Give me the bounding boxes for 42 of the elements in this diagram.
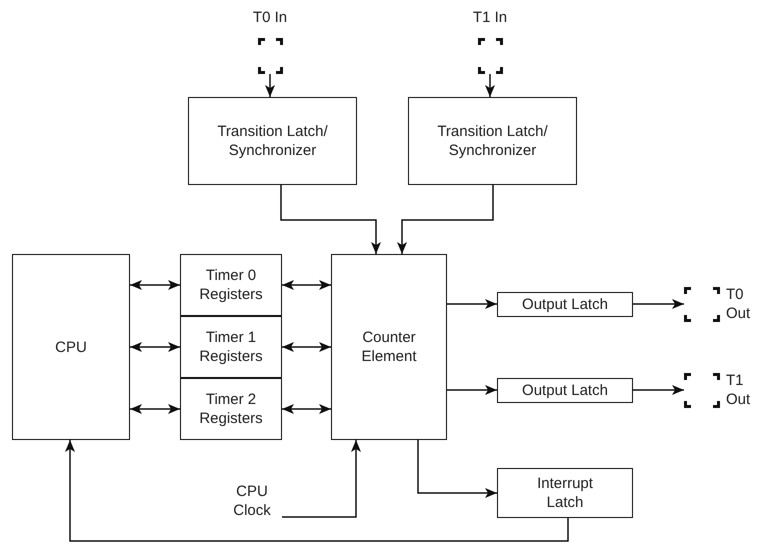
arrow: [417, 440, 497, 498]
block-label: Interrupt Latch: [536, 474, 594, 512]
block-label: Timer 2 Registers: [198, 390, 264, 428]
arrow: [485, 74, 495, 97]
arrow: [633, 299, 684, 309]
block-label: Timer 1 Registers: [198, 328, 264, 366]
block-box: [180, 254, 282, 316]
block-box: [497, 292, 633, 317]
pin-label: T1 In: [472, 8, 508, 27]
block-box: [408, 97, 577, 185]
block-label: Transition Latch/ Synchronizer: [216, 122, 329, 160]
block-label: Output Latch: [522, 381, 608, 400]
arrow: [397, 185, 494, 254]
block-label: Timer 0 Registers: [198, 266, 264, 304]
arrow: [65, 440, 569, 542]
double-arrow: [130, 404, 180, 414]
block-box: [180, 316, 282, 378]
signal-label: CPU Clock: [232, 482, 272, 520]
double-arrow: [282, 404, 331, 414]
block-box: [188, 97, 357, 185]
pin-label: T0 In: [252, 8, 288, 27]
pin-label: T0 Out: [726, 285, 752, 323]
arrow: [265, 74, 275, 97]
arrow: [447, 299, 497, 309]
block-box: [331, 254, 447, 440]
double-arrow: [130, 280, 180, 290]
arrow: [282, 440, 361, 518]
block-label: Transition Latch/ Synchronizer: [436, 122, 549, 160]
double-arrow: [282, 342, 331, 352]
arrow: [280, 185, 381, 254]
arrow: [447, 385, 497, 395]
block-box: [497, 468, 633, 518]
block-box: [180, 378, 282, 440]
block-label: CPU: [55, 338, 87, 356]
arrow: [633, 385, 684, 395]
block-box: [497, 378, 633, 403]
pin-label: T1 Out: [726, 371, 752, 409]
double-arrow: [282, 280, 331, 290]
block-box: [12, 254, 130, 440]
block-label: Output Latch: [522, 295, 608, 314]
double-arrow: [130, 342, 180, 352]
block-label: Counter Element: [360, 328, 418, 366]
